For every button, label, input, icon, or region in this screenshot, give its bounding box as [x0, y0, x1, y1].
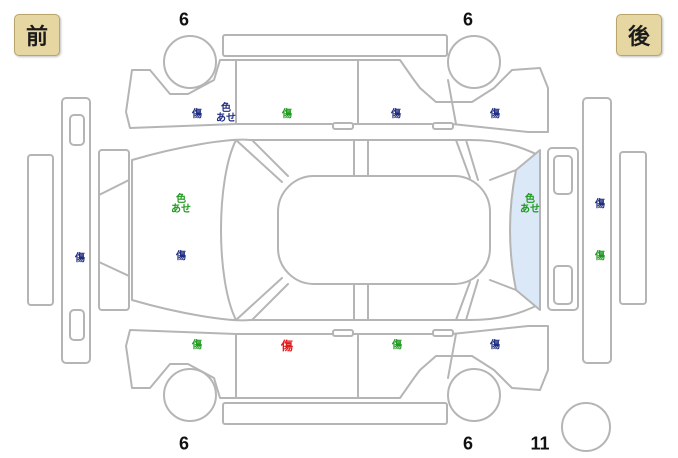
- scratch-mark: 傷: [176, 251, 186, 262]
- roof: [277, 175, 491, 285]
- scratch-mark: 傷: [75, 253, 85, 264]
- rear-left-wheel: [447, 35, 501, 89]
- discolor-mark: 色 あせ: [520, 194, 540, 215]
- front-left-wheel: [163, 35, 217, 89]
- rear-bumper: [582, 97, 612, 364]
- scratch-mark: 傷: [595, 199, 605, 210]
- front-right-wheel: [163, 368, 217, 422]
- left-side-body: [125, 59, 549, 133]
- front-grille: [98, 149, 130, 311]
- rear-window: [509, 149, 541, 311]
- front-left-lamp: [69, 114, 85, 146]
- right-front-door-handle: [332, 329, 354, 337]
- scratch-mark: 傷: [282, 109, 292, 120]
- scratch-mark: 傷: [192, 109, 202, 120]
- scratch-mark: 傷: [280, 339, 294, 353]
- tire-front-left-number: 6: [178, 9, 190, 30]
- rear-right-lamp: [553, 265, 573, 305]
- scratch-mark: 傷: [391, 109, 401, 120]
- tire-rear-left-number: 6: [462, 9, 474, 30]
- rear-left-lamp: [553, 155, 573, 195]
- left-side-skirt: [222, 34, 448, 57]
- hood: [220, 139, 237, 321]
- front-right-lamp: [69, 309, 85, 341]
- left-rear-door-handle: [432, 122, 454, 130]
- scratch-mark: 傷: [595, 251, 605, 262]
- scratch-mark: 傷: [490, 109, 500, 120]
- discolor-mark: 色 あせ: [171, 194, 191, 215]
- front-label: 前: [14, 14, 60, 56]
- scratch-mark: 傷: [192, 340, 202, 351]
- rear-bumper-outer: [619, 151, 647, 305]
- right-rear-door-handle: [432, 329, 454, 337]
- front-bumper: [61, 97, 91, 364]
- spare-tire-number: 11: [530, 433, 550, 454]
- rear-right-wheel: [447, 368, 501, 422]
- front-bumper-outer: [27, 154, 54, 306]
- scratch-mark: 傷: [392, 340, 402, 351]
- scratch-mark: 傷: [490, 340, 500, 351]
- left-front-door-handle: [332, 122, 354, 130]
- spare-tire: [561, 402, 611, 452]
- rear-label: 後: [616, 14, 662, 56]
- right-side-skirt: [222, 402, 448, 425]
- tire-rear-right-number: 6: [462, 433, 474, 454]
- tire-front-right-number: 6: [178, 433, 190, 454]
- discolor-mark: 色 あせ: [216, 103, 236, 124]
